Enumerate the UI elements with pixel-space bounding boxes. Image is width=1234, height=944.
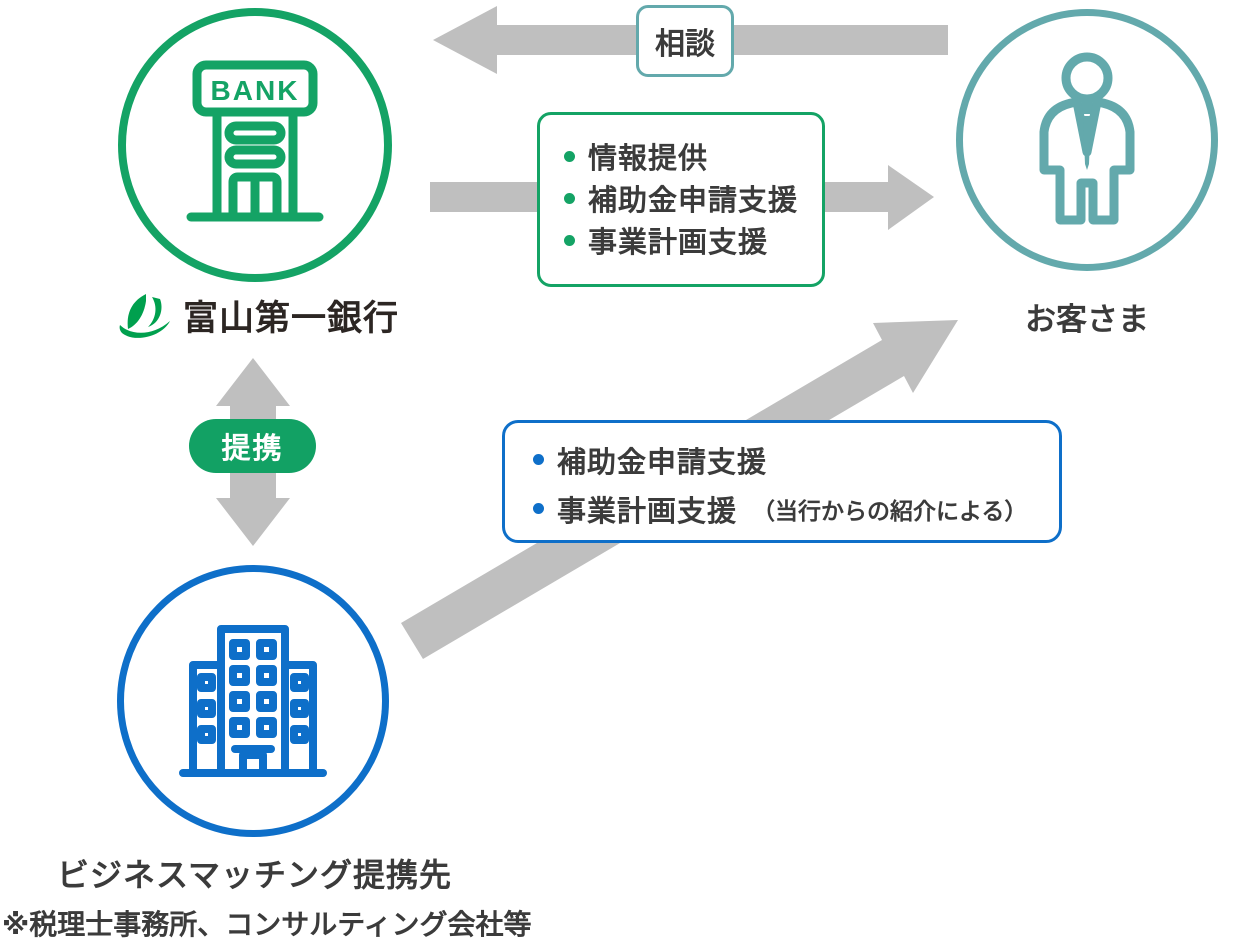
- partner-label: ビジネスマッチング提携先: [57, 857, 453, 893]
- partner-services-box: 補助金申請支援 事業計画支援 （当行からの紹介による）: [502, 420, 1062, 543]
- bank-sign-text: BANK: [211, 75, 300, 106]
- bank-label: 富山第一銀行: [118, 290, 399, 341]
- partnership-label: 提携: [221, 433, 284, 465]
- bank-service-item: 事業計画支援: [564, 219, 822, 261]
- consult-label: 相談: [655, 28, 715, 61]
- bank-node-circle: BANK: [118, 8, 392, 282]
- bank-building-icon: BANK: [186, 60, 324, 222]
- bank-service-text: 事業計画支援: [588, 227, 769, 259]
- partner-service-item: 補助金申請支援: [533, 435, 1059, 484]
- consult-label-box: 相談: [636, 5, 734, 77]
- bullet-dot: [533, 454, 544, 465]
- partner-service-note: （当行からの紹介による）: [752, 497, 1028, 524]
- bullet-dot: [564, 192, 575, 204]
- partner-node-circle: [117, 565, 389, 837]
- bank-name: 富山第一銀行: [183, 299, 400, 338]
- customer-label: お客さま: [1025, 302, 1149, 337]
- bank-service-item: 補助金申請支援: [564, 177, 822, 219]
- bullet-dot: [564, 234, 575, 246]
- partner-note: ※税理士事務所、コンサルティング会社等: [2, 909, 532, 940]
- bullet-dot: [533, 503, 544, 514]
- businessman-icon: [1039, 52, 1135, 225]
- bank-logo-icon: [119, 293, 170, 338]
- partnership-badge: 提携: [189, 419, 316, 473]
- customer-node-circle: [956, 9, 1218, 271]
- bank-services-box: 情報提供 補助金申請支援 事業計画支援: [537, 112, 825, 287]
- office-building-icon: [179, 625, 327, 777]
- bullet-dot: [564, 150, 575, 162]
- partner-service-text: 事業計画支援: [557, 495, 738, 528]
- partner-service-text: 補助金申請支援: [557, 446, 768, 479]
- partner-service-item: 事業計画支援 （当行からの紹介による）: [533, 484, 1059, 533]
- bank-service-item: 情報提供: [564, 135, 822, 177]
- bank-service-text: 補助金申請支援: [588, 185, 799, 217]
- bank-service-text: 情報提供: [588, 143, 709, 175]
